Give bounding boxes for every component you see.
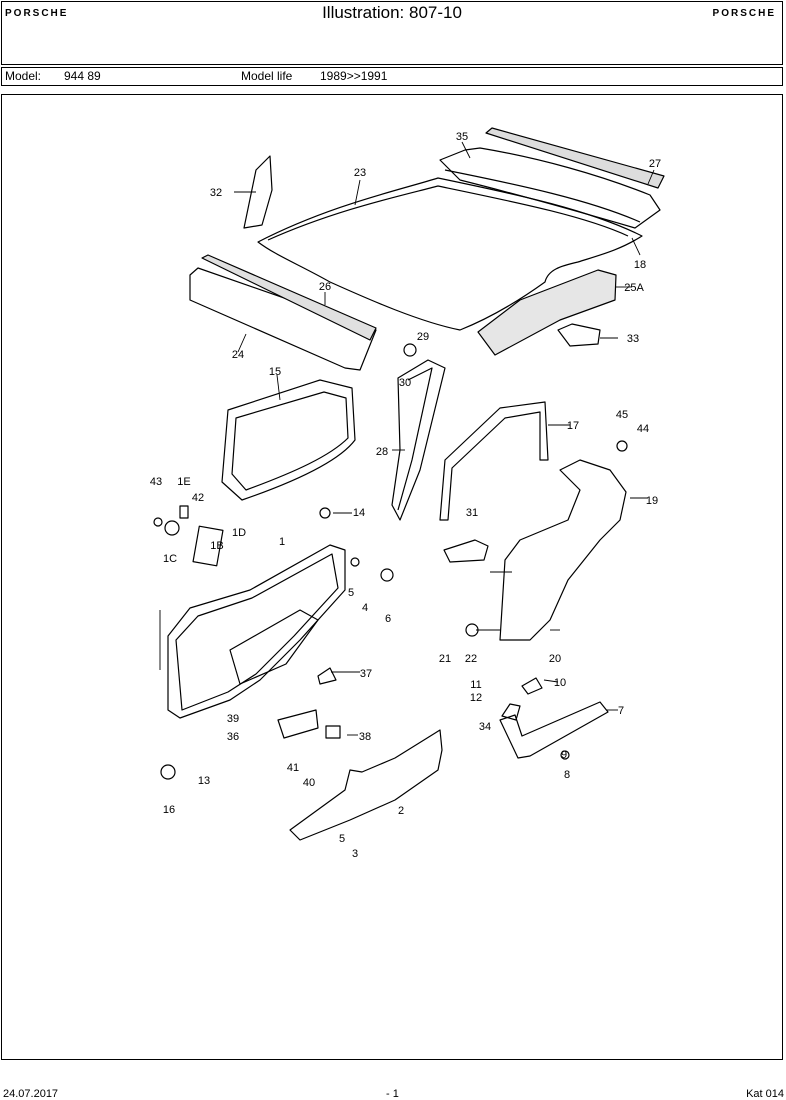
callout-32: 32 (210, 187, 222, 199)
cap-6 (380, 568, 394, 582)
header-box: PORSCHE Illustration: 807-10 PORSCHE (1, 1, 783, 65)
callout-35: 35 (456, 131, 468, 143)
door-window-glass (221, 379, 356, 501)
callout-40: 40 (303, 777, 315, 789)
callout-26: 26 (319, 281, 331, 293)
callout-3: 3 (352, 848, 358, 860)
callout-29: 29 (417, 331, 429, 343)
callout-5: 5 (339, 833, 345, 845)
diagram-panel (1, 94, 783, 1060)
callout-12: 12 (470, 692, 482, 704)
roof-seal-strip (485, 127, 665, 189)
callout-30: 30 (399, 377, 411, 389)
leader-lines (159, 141, 655, 736)
callout-41: 41 (287, 762, 299, 774)
callout-27: 27 (649, 158, 661, 170)
part-callouts: 11B1C1D1E2345567981011121314151617181920… (150, 131, 661, 860)
callout-36: 36 (227, 731, 239, 743)
callout-8: 8 (564, 769, 570, 781)
callout-45: 45 (616, 409, 628, 421)
screw-14 (319, 507, 331, 519)
callout-18: 18 (634, 259, 646, 271)
bezel-1b (192, 525, 224, 567)
clip-38 (325, 725, 341, 739)
callout-33: 33 (627, 333, 639, 345)
callout-5: 5 (348, 587, 354, 599)
roof-side-trim (477, 269, 617, 356)
speaker-grille (443, 539, 489, 563)
callout-1c: 1C (163, 553, 177, 565)
clip-16 (160, 764, 176, 780)
nut-30 (403, 343, 417, 357)
bracket-34 (501, 703, 521, 721)
callout-28: 28 (376, 446, 388, 458)
footer-date: 24.07.2017 (3, 1088, 59, 1100)
brand-logo-left: PORSCHE (5, 8, 69, 19)
washer-9 (560, 750, 570, 760)
callout-9: 9 (561, 749, 567, 761)
callout-13: 13 (198, 775, 210, 787)
rear-quarter-trim (499, 459, 627, 641)
footer-page: - 1 (386, 1088, 399, 1100)
callout-1b: 1B (210, 540, 223, 552)
brand-logo-right: PORSCHE (712, 8, 776, 19)
model-info-bar: Model: 944 89 Model life 1989>>1991 (1, 67, 783, 86)
callout-31: 31 (466, 507, 478, 519)
callout-6: 6 (385, 613, 391, 625)
door-frame-seal (439, 401, 549, 521)
bracket-36-38 (277, 709, 319, 739)
washer-5 (350, 557, 360, 567)
sill-trim-lower (289, 729, 443, 841)
callout-39: 39 (227, 713, 239, 725)
model-life-value: 1989>>1991 (320, 69, 388, 83)
callout-24: 24 (232, 349, 244, 361)
callout-17: 17 (567, 420, 579, 432)
side-rail (189, 267, 377, 371)
callout-38: 38 (359, 731, 371, 743)
pillar-trim (243, 155, 273, 229)
bracket-1e (179, 505, 189, 519)
callout-16: 16 (163, 804, 175, 816)
callout-10: 10 (554, 677, 566, 689)
grommet-1c (164, 520, 180, 536)
footer-catalog: Kat 014 (746, 1088, 784, 1100)
callout-7: 7 (618, 705, 624, 717)
door-trim-panel (167, 544, 346, 719)
callout-11: 11 (470, 679, 481, 691)
callout-15: 15 (269, 366, 281, 378)
model-value: 944 89 (64, 69, 101, 83)
callout-43: 43 (150, 476, 162, 488)
callout-22: 22 (465, 653, 477, 665)
callout-37: 37 (360, 668, 372, 680)
callout-2: 2 (398, 805, 404, 817)
callout-42: 42 (192, 492, 204, 504)
callout-25a: 25A (624, 282, 644, 294)
callout-1e: 1E (177, 476, 190, 488)
clip-43 (153, 517, 163, 527)
callout-23: 23 (354, 167, 366, 179)
plate-10 (521, 677, 543, 695)
model-label: Model: (5, 69, 42, 83)
callout-1d: 1D (232, 527, 246, 539)
callout-4: 4 (362, 602, 368, 614)
sill-trim-rear (499, 701, 609, 759)
callout-20: 20 (549, 653, 561, 665)
roof-rear-rail (439, 147, 661, 229)
callout-44: 44 (637, 423, 649, 435)
washer-45 (616, 440, 628, 452)
callout-19: 19 (646, 495, 658, 507)
bracket-37 (317, 667, 337, 685)
model-life-label: Model life (241, 69, 293, 83)
illustration-title: Illustration: 807-10 (322, 3, 462, 22)
callout-14: 14 (353, 507, 365, 519)
roof-panel (257, 177, 643, 331)
callout-1: 1 (279, 536, 285, 548)
callout-34: 34 (479, 721, 491, 733)
callout-21: 21 (439, 653, 451, 665)
pillar-seal (391, 359, 446, 521)
grab-handle (557, 323, 601, 347)
